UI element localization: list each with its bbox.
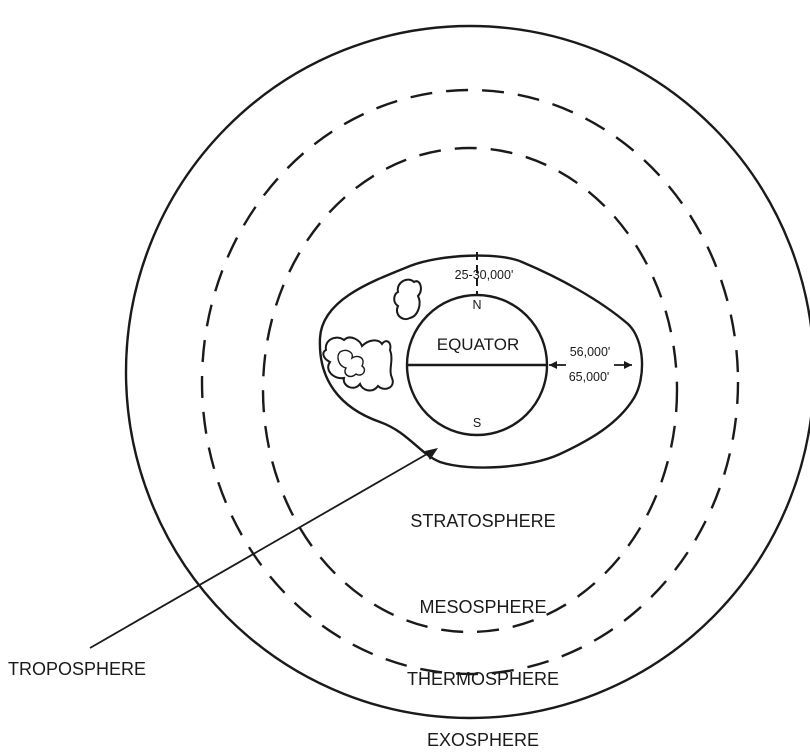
south-label: S <box>473 416 481 430</box>
troposphere-label: TROPOSPHERE <box>8 659 146 679</box>
equatorial-arrowhead-left <box>549 361 557 369</box>
stratosphere-label: STRATOSPHERE <box>410 511 555 531</box>
troposphere-pointer-arrowhead <box>425 448 438 460</box>
troposphere-pointer-line <box>89 449 435 649</box>
mesosphere-label: MESOSPHERE <box>419 597 546 617</box>
troposphere-boundary <box>318 254 644 469</box>
north-label: N <box>472 298 481 312</box>
landmass-large-inner <box>337 349 366 378</box>
equatorial-height-low-label: 56,000' <box>570 345 611 359</box>
exosphere-label: EXOSPHERE <box>427 730 539 750</box>
polar-height-label: 25-30,000' <box>455 268 514 282</box>
equatorial-arrowhead-right <box>624 361 632 369</box>
exosphere-boundary <box>124 24 810 720</box>
landmass-small <box>393 278 422 320</box>
equatorial-height-high-label: 65,000' <box>569 370 610 384</box>
equator-label: EQUATOR <box>437 335 520 354</box>
landmass-large <box>322 336 394 392</box>
thermosphere-label: THERMOSPHERE <box>407 669 559 689</box>
thermosphere-boundary <box>200 88 740 676</box>
mesosphere-boundary <box>261 146 679 634</box>
